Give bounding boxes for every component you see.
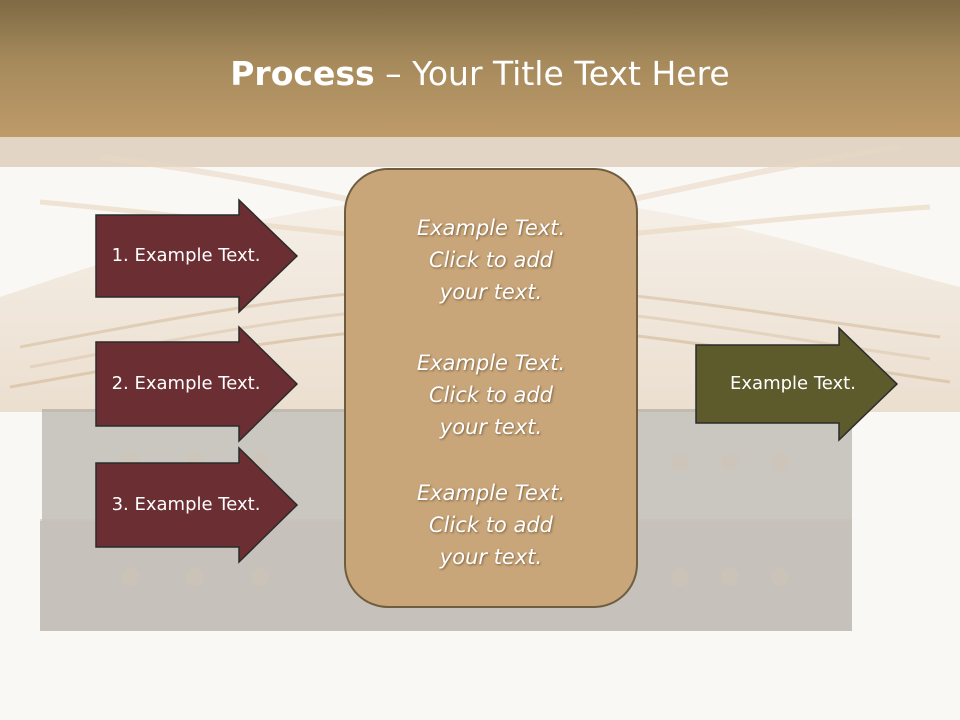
title-rest-text: – Your Title Text Here <box>374 54 730 93</box>
center-text-box[interactable] <box>344 168 638 608</box>
step-arrow-2[interactable] <box>95 325 299 443</box>
center-block-2-line-2: Click to add <box>428 383 553 407</box>
slide-title[interactable]: Process – Your Title Text Here <box>0 52 960 96</box>
output-arrow[interactable] <box>695 326 899 442</box>
output-label: Example Text. <box>730 373 856 394</box>
step-arrow-3[interactable] <box>95 446 299 564</box>
center-block-2-line-3: your text. <box>439 415 543 439</box>
center-block-3-line-2: Click to add <box>428 513 553 537</box>
center-block-3: Example Text. Click to add your text. <box>344 477 638 573</box>
step-arrow-1[interactable] <box>95 198 299 314</box>
center-block-2: Example Text. Click to add your text. <box>344 347 638 443</box>
center-block-3-line-1: Example Text. <box>416 481 566 505</box>
title-bold-text: Process <box>230 54 375 93</box>
center-block-1-line-1: Example Text. <box>416 216 566 240</box>
center-block-3-line-3: your text. <box>439 545 543 569</box>
center-block-2-line-1: Example Text. <box>416 351 566 375</box>
step-label-2: 2. Example Text. <box>111 373 261 394</box>
title-bar <box>0 0 960 137</box>
step-label-1: 1. Example Text. <box>111 245 261 266</box>
step-label-3: 3. Example Text. <box>111 494 261 515</box>
center-block-1: Example Text. Click to add your text. <box>344 212 638 308</box>
center-block-1-line-3: your text. <box>439 280 543 304</box>
center-block-1-line-2: Click to add <box>428 248 553 272</box>
